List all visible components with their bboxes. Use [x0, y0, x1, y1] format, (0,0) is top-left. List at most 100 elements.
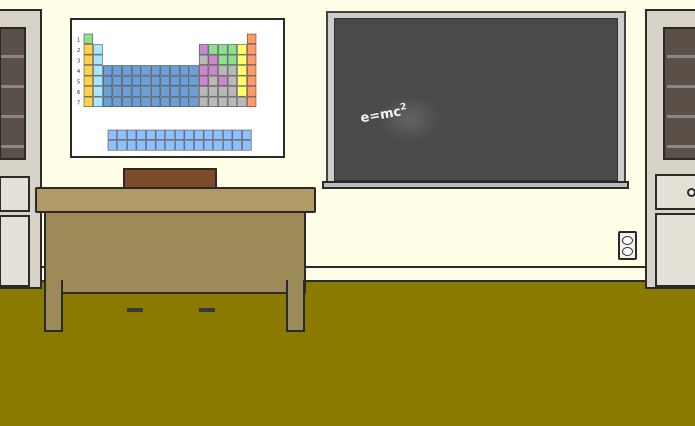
element-cell: [198, 86, 209, 97]
element-cell: [150, 65, 161, 76]
element-cell: [136, 129, 146, 140]
element-cell: [246, 86, 257, 97]
right-cabinet-drawer[interactable]: [655, 174, 695, 210]
right-cabinet[interactable]: [645, 9, 695, 289]
element-cell: [155, 140, 166, 151]
element-cell: [208, 54, 218, 65]
element-cell: [150, 96, 161, 107]
element-cell: [102, 75, 113, 86]
element-cell: [227, 86, 238, 97]
element-cell: [198, 54, 209, 65]
period-label: 5: [77, 80, 80, 86]
shelf: [667, 115, 695, 118]
chalk-tray[interactable]: [322, 181, 629, 189]
element-cell: [189, 86, 199, 97]
element-cell: [208, 86, 218, 97]
element-cell: [208, 96, 218, 107]
element-cell: [218, 96, 228, 107]
element-cell: [198, 65, 209, 76]
element-cell: [107, 129, 118, 140]
floor[interactable]: [0, 280, 695, 426]
left-cabinet-glass-door[interactable]: [0, 27, 26, 160]
element-cell: [93, 44, 103, 55]
element-cell: [237, 54, 247, 65]
element-cell: [122, 65, 132, 76]
element-cell: [126, 129, 137, 140]
element-cell: [107, 140, 118, 151]
element-cell: [146, 140, 156, 151]
element-cell: [170, 75, 180, 86]
element-cell: [246, 33, 257, 44]
element-cell: [198, 96, 209, 107]
element-cell: [242, 140, 252, 151]
period-label: 7: [77, 101, 80, 107]
right-cabinet-lower-door[interactable]: [655, 213, 695, 287]
element-cell: [83, 86, 94, 97]
element-cell: [184, 140, 194, 151]
element-cell: [102, 65, 113, 76]
element-cell: [237, 44, 247, 55]
element-cell: [112, 96, 122, 107]
element-cell: [131, 86, 142, 97]
element-cell: [203, 140, 214, 151]
element-cell: [170, 65, 180, 76]
left-cabinet-lower-door[interactable]: [0, 215, 30, 287]
element-cell: [222, 129, 233, 140]
element-cell: [131, 65, 142, 76]
element-cell: [218, 75, 228, 86]
element-cell: [227, 65, 238, 76]
element-cell: [117, 129, 127, 140]
element-cell: [208, 44, 218, 55]
box-on-desk[interactable]: [123, 168, 217, 189]
element-cell: [232, 140, 242, 151]
element-cell: [246, 44, 257, 55]
element-cell: [179, 75, 190, 86]
chalkboard[interactable]: [334, 18, 618, 181]
element-cell: [218, 65, 228, 76]
element-cell: [160, 65, 170, 76]
element-cell: [189, 65, 199, 76]
left-cabinet-drawer[interactable]: [0, 176, 30, 212]
element-cell: [170, 86, 180, 97]
element-cell: [218, 54, 228, 65]
element-cell: [160, 86, 170, 97]
element-cell: [150, 86, 161, 97]
element-cell: [141, 96, 151, 107]
shelf: [1, 115, 24, 118]
element-cell: [232, 129, 242, 140]
element-cell: [198, 75, 209, 86]
right-cabinet-glass-door[interactable]: [663, 27, 695, 160]
element-cell: [131, 75, 142, 86]
element-cell: [83, 96, 94, 107]
element-cell: [122, 86, 132, 97]
period-label: 3: [77, 59, 80, 65]
element-cell: [227, 96, 238, 107]
knob-icon[interactable]: [687, 188, 695, 197]
element-cell: [83, 75, 94, 86]
element-cell: [141, 86, 151, 97]
socket-bottom: [622, 247, 633, 256]
element-cell: [208, 75, 218, 86]
desk-top[interactable]: [35, 187, 316, 213]
element-cell: [112, 65, 122, 76]
desk-body[interactable]: [44, 212, 306, 294]
period-label: 4: [77, 69, 80, 75]
left-cabinet[interactable]: [0, 9, 42, 289]
element-cell: [126, 140, 137, 151]
element-cell: [246, 54, 257, 65]
element-cell: [218, 44, 228, 55]
element-cell: [93, 75, 103, 86]
electrical-outlet-icon[interactable]: [618, 231, 637, 260]
element-cell: [93, 86, 103, 97]
element-cell: [189, 75, 199, 86]
element-cell: [218, 86, 228, 97]
desk-foot: [199, 308, 215, 312]
element-cell: [208, 65, 218, 76]
element-cell: [160, 96, 170, 107]
element-cell: [141, 65, 151, 76]
shelf: [667, 55, 695, 58]
element-cell: [237, 75, 247, 86]
element-cell: [165, 140, 175, 151]
